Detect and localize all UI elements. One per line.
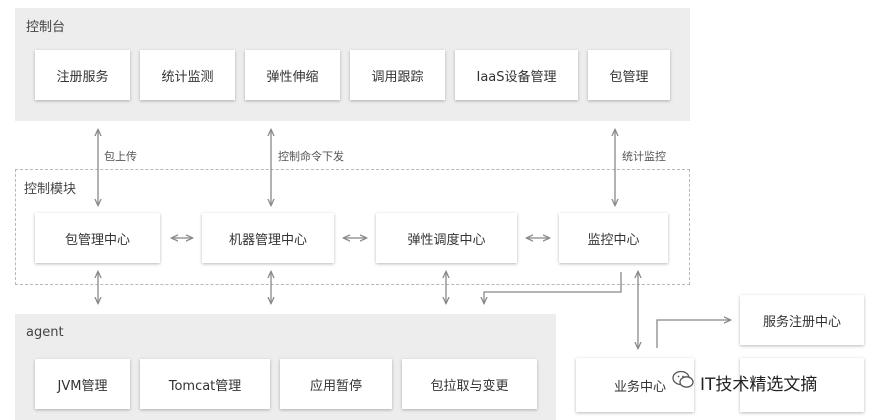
console-item-call-tracing: 调用跟踪 (350, 50, 445, 100)
console-item-elastic-scaling: 弹性伸缩 (245, 50, 340, 100)
monitoring-center: 监控中心 (559, 213, 668, 263)
elastic-scheduling-center: 弹性调度中心 (376, 213, 517, 263)
wechat-icon (672, 370, 694, 395)
control-module-title: 控制模块 (24, 182, 77, 197)
control-module-region (15, 169, 690, 285)
label-package-upload: 包上传 (104, 150, 137, 163)
console-item-register-service: 注册服务 (35, 50, 130, 100)
business-center: 业务中心 (576, 358, 694, 412)
machine-management-center: 机器管理中心 (202, 213, 334, 263)
jvm-management: JVM管理 (35, 359, 130, 409)
extra-right-box (740, 358, 864, 412)
label-control-command: 控制命令下发 (278, 150, 344, 163)
arrow-monitor-to-agent (484, 272, 622, 303)
package-management-center: 包管理中心 (35, 213, 160, 263)
label-stats-monitor: 统计监控 (622, 150, 666, 163)
console-title: 控制台 (26, 20, 66, 35)
package-pull-and-change: 包拉取与变更 (402, 359, 537, 409)
console-item-stats-monitor: 统计监测 (140, 50, 235, 100)
arrow-business-registry (656, 320, 730, 348)
agent-title: agent (26, 325, 64, 340)
service-registry-center: 服务注册中心 (740, 295, 864, 345)
console-item-iaas-management: IaaS设备管理 (455, 50, 578, 100)
application-pause: 应用暂停 (280, 359, 392, 409)
watermark: IT技术精选文摘 (672, 370, 817, 395)
watermark-text: IT技术精选文摘 (700, 375, 818, 395)
console-item-package-management: 包管理 (588, 50, 670, 100)
tomcat-management: Tomcat管理 (140, 359, 270, 409)
